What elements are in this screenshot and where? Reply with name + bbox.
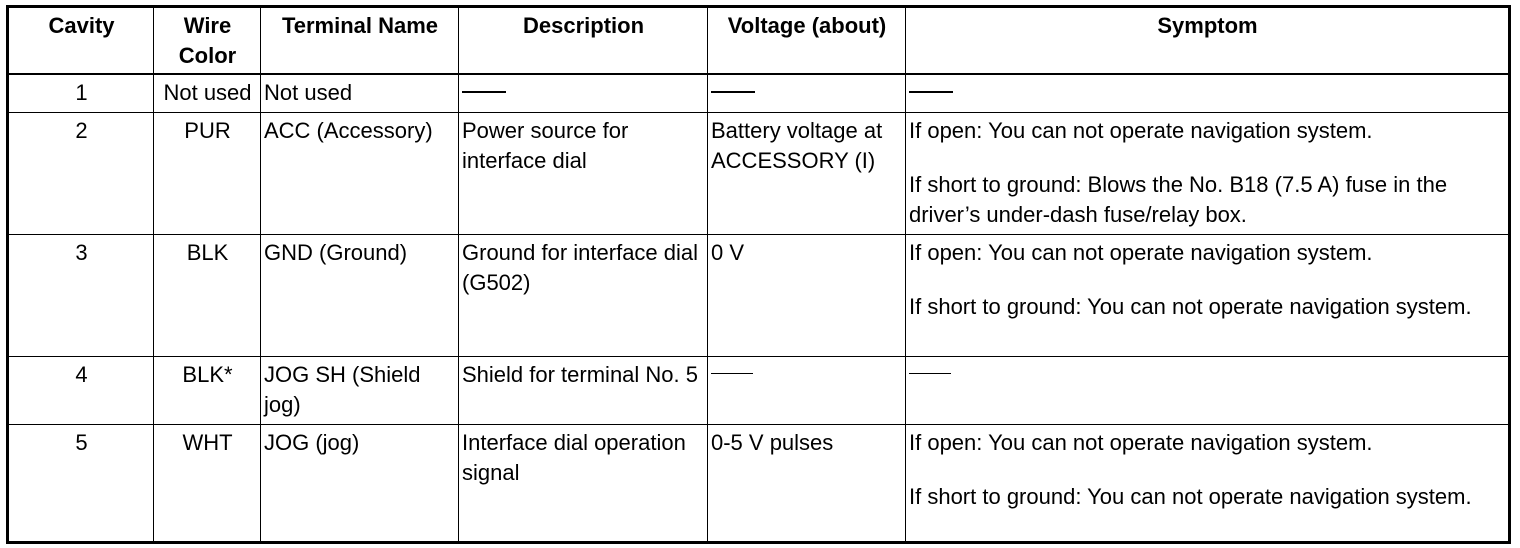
cell-cavity: 2 <box>7 111 154 235</box>
cell-voltage: Battery voltage at ACCESSORY (I) <box>707 111 906 235</box>
cell-terminal-name: Not used <box>260 73 459 113</box>
cell-voltage: — <box>707 73 906 113</box>
symptom-if-short: If short to ground: You can not operate … <box>909 483 1472 509</box>
symptom-if-open: If open: You can not operate navigation … <box>909 117 1373 143</box>
connector-terminal-table: Cavity Wire Color Terminal Name Descript… <box>6 5 1511 544</box>
cell-description: Interface dial operation signal <box>458 423 708 543</box>
dash-mark <box>711 91 755 94</box>
header-wire-color-line1: Wire <box>183 13 232 38</box>
cell-symptom: If open: You can not operate navigation … <box>905 233 1510 357</box>
header-terminal-name: Terminal Name <box>260 6 459 75</box>
cell-voltage: — <box>707 355 906 425</box>
cell-terminal-name: ACC (Accessory) <box>260 111 459 235</box>
header-symptom: Symptom <box>905 6 1510 75</box>
cell-wire-color: BLK* <box>153 355 261 425</box>
header-wire-color-line2: Color <box>178 43 237 68</box>
table-row: 5 WHT JOG (jog) Interface dial operation… <box>7 423 1510 543</box>
table-row: 4 BLK* JOG SH (Shield jog) Shield for te… <box>7 355 1510 425</box>
header-wire-color: Wire Color <box>153 6 261 75</box>
dash-mark <box>909 91 953 94</box>
cell-cavity: 4 <box>7 355 154 425</box>
cell-description: Ground for interface dial (G502) <box>458 233 708 357</box>
cell-wire-color: Not used <box>153 73 261 113</box>
cell-voltage: 0-5 V pulses <box>707 423 906 543</box>
header-description: Description <box>458 6 708 75</box>
cell-description: — <box>458 73 708 113</box>
symptom-if-short: If short to ground: Blows the No. B18 (7… <box>909 171 1448 227</box>
cell-description: Shield for terminal No. 5 <box>458 355 708 425</box>
table-row: 1 Not used Not used — — — <box>7 73 1510 113</box>
header-voltage: Voltage (about) <box>707 6 906 75</box>
cell-terminal-name: JOG SH (Shield jog) <box>260 355 459 425</box>
dash-mark <box>462 91 506 94</box>
cell-wire-color: PUR <box>153 111 261 235</box>
symptom-if-open: If open: You can not operate navigation … <box>909 429 1373 455</box>
dash-mark <box>909 373 951 375</box>
cell-terminal-name: GND (Ground) <box>260 233 459 357</box>
cell-wire-color: WHT <box>153 423 261 543</box>
cell-voltage: 0 V <box>707 233 906 357</box>
symptom-if-short: If short to ground: You can not operate … <box>909 293 1472 319</box>
cell-symptom: — <box>905 73 1510 113</box>
cell-terminal-name: JOG (jog) <box>260 423 459 543</box>
symptom-if-open: If open: You can not operate navigation … <box>909 239 1373 265</box>
cell-symptom: If open: You can not operate navigation … <box>905 111 1510 235</box>
cell-cavity: 5 <box>7 423 154 543</box>
cell-cavity: 1 <box>7 73 154 113</box>
table-row: 2 PUR ACC (Accessory) Power source for i… <box>7 111 1510 235</box>
cell-cavity: 3 <box>7 233 154 357</box>
header-row: Cavity Wire Color Terminal Name Descript… <box>7 6 1510 75</box>
cell-description: Power source for interface dial <box>458 111 708 235</box>
dash-mark <box>711 373 753 375</box>
cell-symptom: — <box>905 355 1510 425</box>
table-row: 3 BLK GND (Ground) Ground for interface … <box>7 233 1510 357</box>
cell-symptom: If open: You can not operate navigation … <box>905 423 1510 543</box>
header-cavity: Cavity <box>7 6 154 75</box>
cell-wire-color: BLK <box>153 233 261 357</box>
